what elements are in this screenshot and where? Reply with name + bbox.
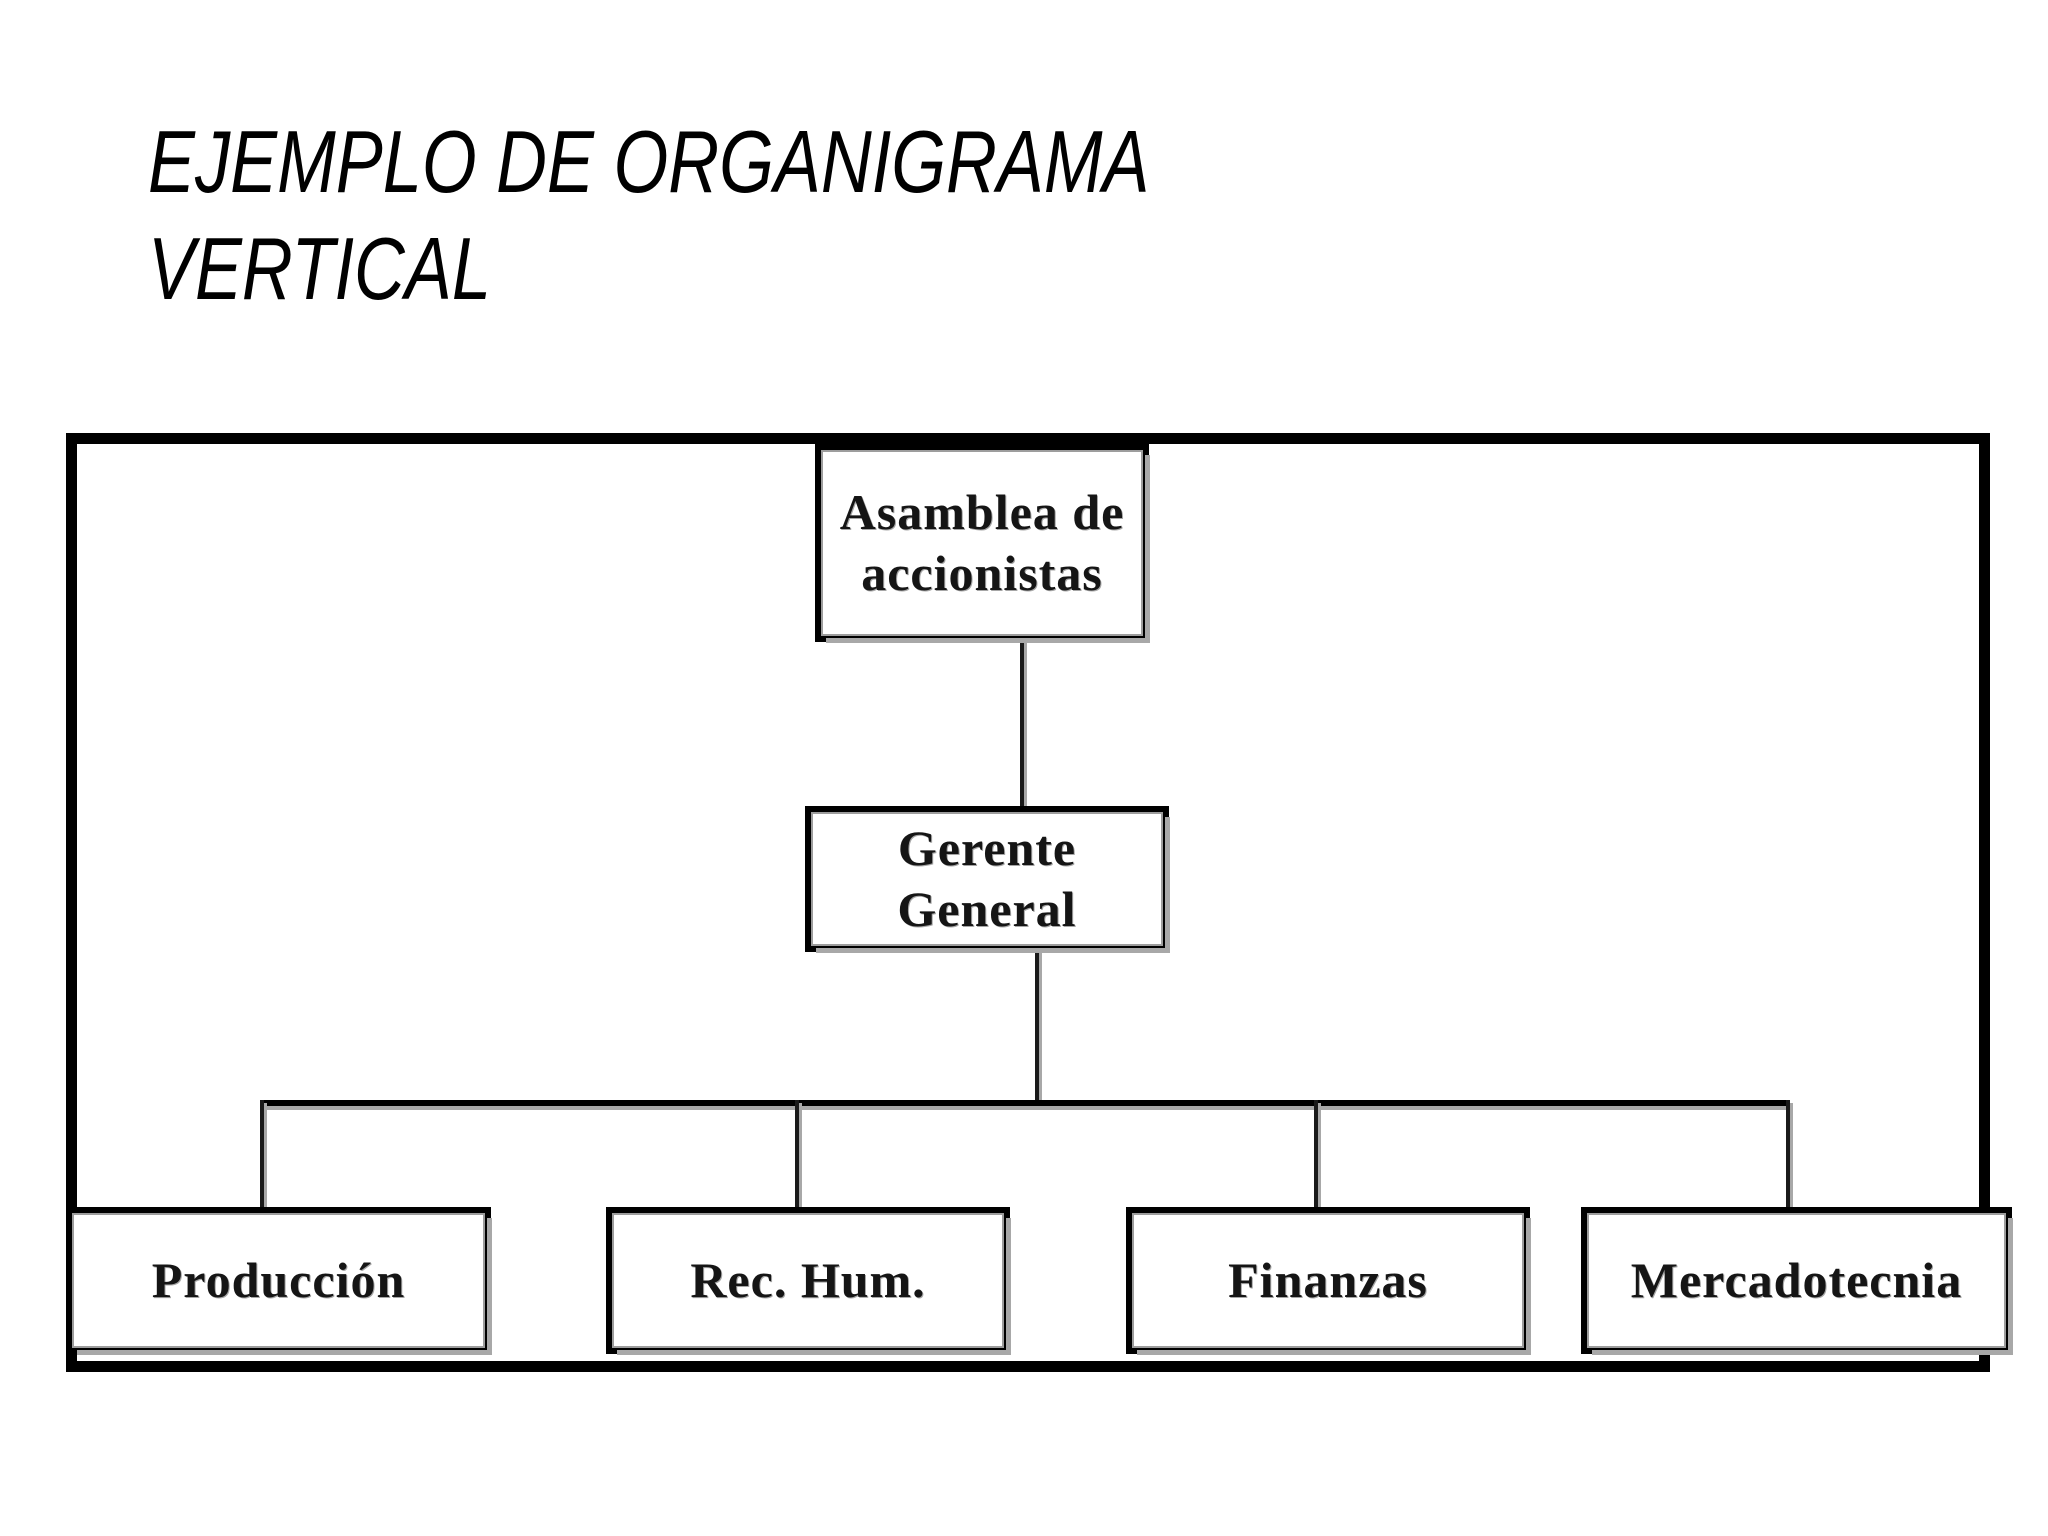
org-node-inner: Rec. Hum. bbox=[612, 1213, 1004, 1348]
org-node-label: Gerente General bbox=[897, 820, 1077, 937]
org-node-label: Finanzas bbox=[1228, 1252, 1428, 1308]
org-node-finanzas[interactable]: Finanzas bbox=[1126, 1207, 1531, 1355]
organigram-canvas: Asamblea de accionistas Gerente General … bbox=[66, 444, 2013, 1361]
org-node-rec-hum[interactable]: Rec. Hum. bbox=[606, 1207, 1011, 1355]
org-node-inner: Mercadotecnia bbox=[1587, 1213, 2006, 1348]
org-node-produccion[interactable]: Producción bbox=[66, 1207, 492, 1355]
connector-bar-to-rec-hum bbox=[795, 1100, 802, 1215]
connector-bar-to-mercadotecnia bbox=[1786, 1100, 1793, 1215]
organigram-frame: Asamblea de accionistas Gerente General … bbox=[66, 433, 2013, 1372]
connector-bar-to-finanzas bbox=[1314, 1100, 1321, 1215]
org-node-mercadotecnia[interactable]: Mercadotecnia bbox=[1581, 1207, 2013, 1355]
org-node-inner: Finanzas bbox=[1132, 1213, 1524, 1348]
org-node-inner: Producción bbox=[72, 1213, 485, 1348]
connector-asamblea-to-gerente bbox=[1020, 634, 1027, 815]
org-node-gerente-general[interactable]: Gerente General bbox=[805, 806, 1170, 953]
page-title: EJEMPLO DE ORGANIGRAMA VERTICAL bbox=[148, 112, 1150, 319]
org-node-label: Mercadotecnia bbox=[1630, 1252, 1963, 1308]
connector-horizontal-bar bbox=[260, 1100, 1793, 1110]
org-node-label: Asamblea de accionistas bbox=[839, 484, 1125, 601]
connector-gerente-to-bar bbox=[1035, 946, 1042, 1109]
org-node-label: Producción bbox=[151, 1252, 406, 1308]
org-node-asamblea-de-accionistas[interactable]: Asamblea de accionistas bbox=[815, 444, 1150, 643]
org-node-label: Rec. Hum. bbox=[690, 1252, 926, 1308]
connector-bar-to-produccion bbox=[260, 1100, 267, 1215]
org-node-inner: Gerente General bbox=[811, 812, 1163, 946]
org-node-inner: Asamblea de accionistas bbox=[821, 450, 1143, 636]
